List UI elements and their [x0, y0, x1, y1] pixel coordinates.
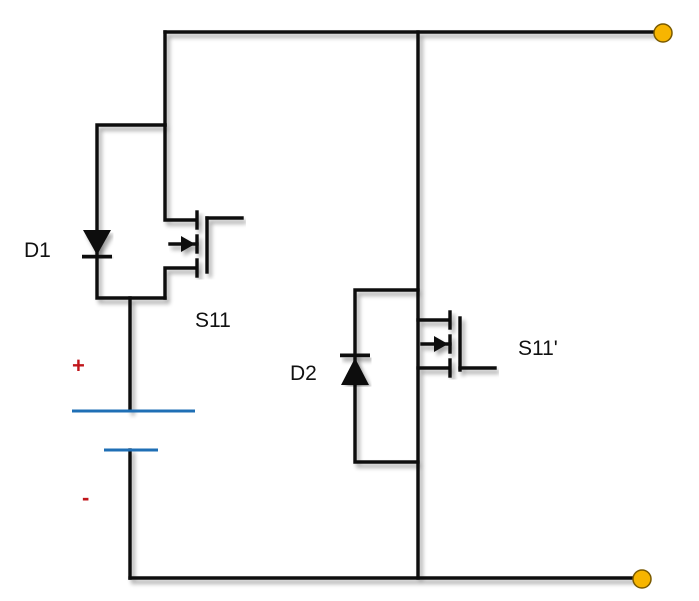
s11-prime-label: S11' [518, 337, 558, 360]
d1-loop-wire [95, 123, 167, 300]
s11-mosfet-symbol [168, 210, 244, 278]
d2-loop-wire [353, 288, 420, 464]
plus-sign: + [72, 353, 85, 378]
minus-sign: - [82, 485, 89, 510]
output-terminal-top [653, 23, 673, 43]
d1-label: D1 [24, 239, 51, 262]
s11-source-wire [163, 266, 197, 300]
output-terminal-bottom [632, 569, 652, 589]
s11-drain-wire [163, 123, 197, 222]
s11-label: S11 [195, 309, 231, 332]
battery-symbol [72, 409, 195, 452]
s11p-mosfet-symbol [420, 310, 497, 378]
d1-diode-symbol [82, 230, 112, 260]
d2-diode-symbol [340, 352, 370, 385]
d2-label: D2 [290, 362, 317, 385]
